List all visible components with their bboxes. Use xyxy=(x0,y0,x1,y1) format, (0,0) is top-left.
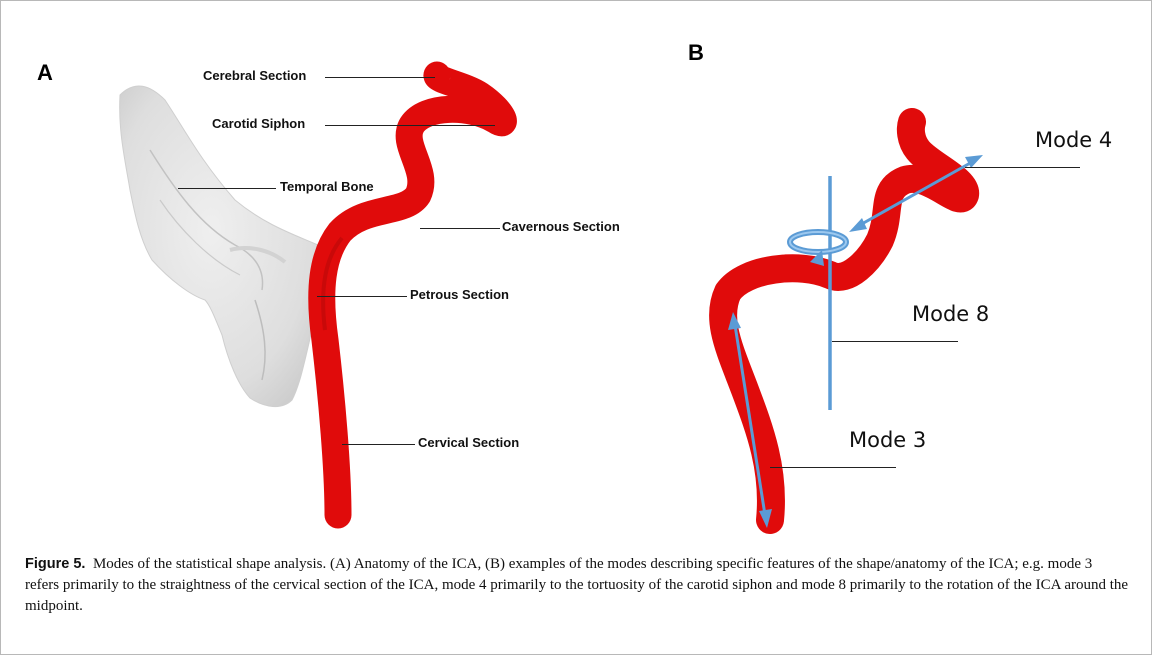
label-carotid-siphon: Carotid Siphon xyxy=(212,116,305,131)
caption-text: Modes of the statistical shape analysis.… xyxy=(25,556,1128,614)
leader-siphon xyxy=(325,125,495,126)
leader-mode-8 xyxy=(832,341,958,342)
figure-caption: Figure 5. Modes of the statistical shape… xyxy=(25,554,1130,617)
label-mode-4: Mode 4 xyxy=(1035,128,1112,152)
leader-petrous xyxy=(317,296,407,297)
temporal-bone xyxy=(120,86,323,407)
leader-cavernous xyxy=(420,228,500,229)
label-cavernous-section: Cavernous Section xyxy=(502,219,620,234)
label-mode-3: Mode 3 xyxy=(849,428,926,452)
label-petrous-section: Petrous Section xyxy=(410,287,509,302)
leader-cerebral xyxy=(325,77,435,78)
leader-mode-4 xyxy=(965,167,1080,168)
leader-cervical xyxy=(342,444,415,445)
label-mode-8: Mode 8 xyxy=(912,302,989,326)
label-temporal-bone: Temporal Bone xyxy=(280,179,374,194)
panel-letter-a: A xyxy=(37,60,53,86)
label-cervical-section: Cervical Section xyxy=(418,435,519,450)
caption-label: Figure 5. xyxy=(25,556,85,572)
leader-temporal xyxy=(178,188,276,189)
label-cerebral-section: Cerebral Section xyxy=(203,68,306,83)
leader-mode-3 xyxy=(770,467,896,468)
panel-letter-b: B xyxy=(688,40,704,66)
